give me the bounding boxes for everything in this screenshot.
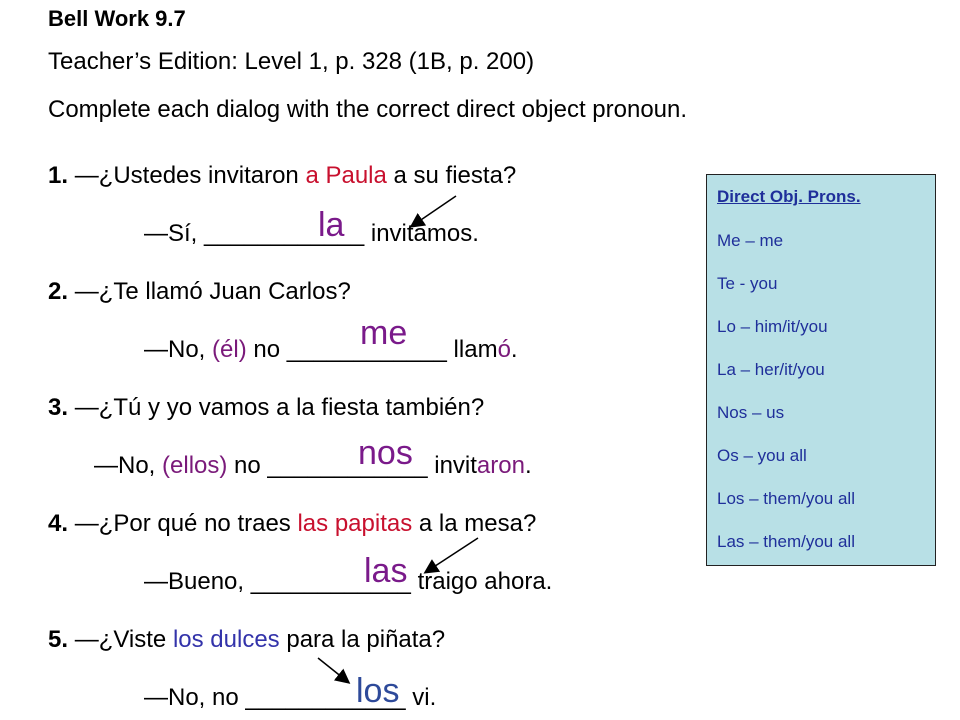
direct-object-pronoun-box: Direct Obj. Prons. Me – me Te - you Lo –… [706,174,936,566]
item-5-answer: —No, no ____________ vi. [144,684,436,712]
vocab-entry: Los – them/you all [717,489,855,508]
question-text: —¿Ustedes invitaron [74,162,306,189]
arrow-4 [423,537,479,574]
question-text: —¿Tú y yo vamos a la fiesta también? [74,394,485,421]
vocab-entry: Nos – us [717,403,785,422]
question-text: a su fiesta? [386,162,517,189]
item-1-question: 1. —¿Ustedes invitaron a Paula a su fies… [48,162,516,190]
item-2-question: 2. —¿Te llamó Juan Carlos? [48,278,351,306]
vocab-entry: Lo – him/it/you [717,317,828,336]
item-3-question: 3. —¿Tú y yo vamos a la fiesta también? [48,394,484,422]
answer-text: —No, no [144,684,246,711]
answer-1: la [318,206,345,244]
answer-blank[interactable]: ____________ [204,220,365,247]
answer-blank[interactable]: ____________ [250,568,411,595]
answer-2: me [360,314,408,352]
highlight-text: a Paula [305,162,387,189]
item-number: 4. [48,510,69,537]
item-4-question: 4. —¿Por qué no traes las papitas a la m… [48,510,536,538]
item-3-answer: —No, (ellos) no ____________ invitaron. [94,452,532,480]
answer-text: . [524,452,532,479]
answer-text: —No, [94,452,163,479]
answer-5: los [356,672,400,710]
highlight-text: (él) [212,336,247,363]
answer-text: . [510,336,518,363]
arrow-5 [317,657,351,684]
page-title: Bell Work 9.7 [48,6,186,31]
answer-blank[interactable]: ____________ [286,336,447,363]
question-text: —¿Por qué no traes [74,510,298,537]
answer-blank[interactable]: ____________ [245,684,406,711]
vocab-entry: Te - you [717,274,778,293]
vocab-entry: La – her/it/you [717,360,825,379]
answer-text: —No, [144,336,213,363]
question-text: a la mesa? [412,510,537,537]
vocab-entry: Las – them/you all [717,532,855,551]
item-number: 2. [48,278,69,305]
answer-3: nos [358,434,413,472]
question-text: —¿Viste [74,626,173,653]
answer-text: vi. [405,684,437,711]
reference-line: Teacher’s Edition: Level 1, p. 328 (1B, … [48,48,535,75]
item-2-answer: —No, (él) no ____________ llamó. [144,336,518,364]
answer-text: —Bueno, [144,568,251,595]
item-5-question: 5. —¿Viste los dulces para la piñata? [48,626,445,654]
answer-text: no [246,336,287,363]
question-text: para la piñata? [279,626,446,653]
answer-blank[interactable]: ____________ [267,452,428,479]
highlight-text: las papitas [297,510,413,537]
answer-4: las [364,552,408,590]
answer-text: no [227,452,268,479]
item-1-answer: —Sí, ____________ invitamos. [144,220,479,248]
vocab-heading: Direct Obj. Prons. [717,187,861,206]
highlight-text: aron [476,452,525,479]
vocab-entry: Os – you all [717,446,807,465]
answer-text: —Sí, [144,220,205,247]
highlight-text: los dulces [172,626,280,653]
instruction-line: Complete each dialog with the correct di… [48,96,688,123]
answer-text: invit [427,452,477,479]
item-number: 3. [48,394,69,421]
question-text: —¿Te llamó Juan Carlos? [74,278,351,305]
answer-text: llam [446,336,498,363]
item-number: 5. [48,626,69,653]
highlight-text: (ellos) [162,452,228,479]
arrow-1 [409,195,457,228]
item-number: 1. [48,162,69,189]
vocab-entry: Me – me [717,231,784,250]
highlight-text: ó [497,336,511,363]
